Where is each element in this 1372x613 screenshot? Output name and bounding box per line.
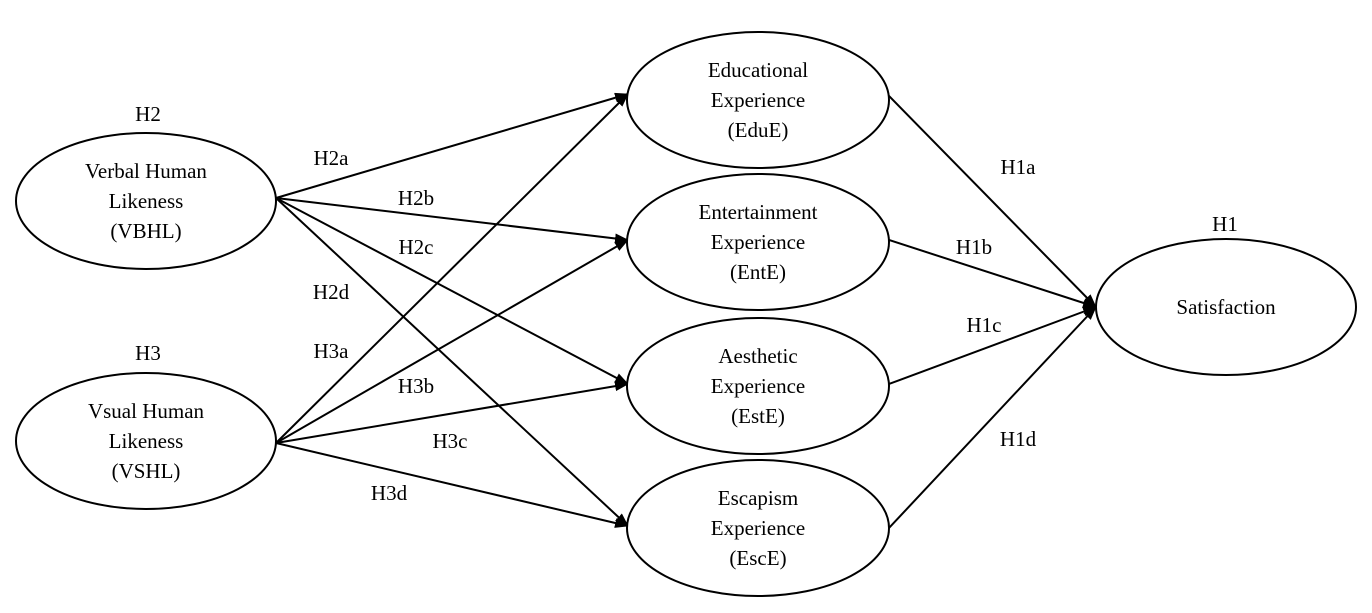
- edge-label-h3c: H3c: [433, 429, 468, 453]
- node-ellipse-vbhl: [15, 132, 277, 270]
- edges-layer: [275, 92, 1097, 529]
- edge-label-h3a: H3a: [314, 339, 350, 363]
- arrow-h3a: [275, 93, 629, 444]
- node-ellipse-vshl: [15, 372, 277, 510]
- arrow-h2a: [275, 92, 629, 199]
- edge-label-h3d: H3d: [371, 481, 408, 505]
- node-ellipse-ente: [626, 173, 890, 311]
- node-text-este: (EstE): [731, 404, 785, 428]
- arrow-h2d: [275, 197, 629, 527]
- node-text-este: Aesthetic: [718, 344, 797, 368]
- node-text-vshl: (VSHL): [112, 459, 181, 483]
- node-text-edue: (EduE): [728, 118, 789, 142]
- edge-label-h2c: H2c: [399, 235, 434, 259]
- node-text-sat: Satisfaction: [1176, 295, 1276, 319]
- group-label-h2: H2: [135, 102, 161, 126]
- node-ellipse-sat: [1095, 238, 1357, 376]
- node-text-vshl: Likeness: [109, 429, 184, 453]
- arrow-h1c: [888, 306, 1097, 385]
- arrow-h1d: [888, 306, 1097, 529]
- edge-label-h2d: H2d: [313, 280, 350, 304]
- node-text-vbhl: Likeness: [109, 189, 184, 213]
- arrow-h3d: [275, 442, 629, 528]
- arrow-h2c: [275, 197, 629, 385]
- edge-label-h3b: H3b: [398, 374, 434, 398]
- edge-label-h1d: H1d: [1000, 427, 1037, 451]
- node-text-esce: Escapism: [718, 486, 798, 510]
- arrow-h2b: [275, 197, 629, 244]
- node-text-vbhl: (VBHL): [110, 219, 181, 243]
- edge-label-h1c: H1c: [967, 313, 1002, 337]
- edge-label-h1b: H1b: [956, 235, 992, 259]
- node-ellipse-edue: [626, 31, 890, 169]
- group-label-h1: H1: [1212, 212, 1238, 236]
- node-text-vshl: Vsual Human: [88, 399, 205, 423]
- node-text-este: Experience: [711, 374, 805, 398]
- arrow-h1a: [888, 95, 1097, 308]
- node-text-vbhl: Verbal Human: [85, 159, 207, 183]
- arrow-h3c: [275, 381, 629, 444]
- node-text-ente: (EntE): [730, 260, 786, 284]
- edge-label-h2b: H2b: [398, 186, 434, 210]
- node-ellipse-este: [626, 317, 890, 455]
- node-text-edue: Educational: [708, 58, 808, 82]
- node-text-edue: Experience: [711, 88, 805, 112]
- node-sat: Satisfaction: [1095, 238, 1357, 376]
- edge-label-h2a: H2a: [314, 146, 350, 170]
- group-label-h3: H3: [135, 341, 161, 365]
- arrow-h3b: [275, 239, 629, 444]
- node-text-esce: Experience: [711, 516, 805, 540]
- node-ellipse-esce: [626, 459, 890, 597]
- edge-label-h1a: H1a: [1001, 155, 1037, 179]
- node-text-esce: (EscE): [729, 546, 786, 570]
- arrow-h1b: [888, 239, 1097, 308]
- node-text-ente: Experience: [711, 230, 805, 254]
- node-text-ente: Entertainment: [699, 200, 818, 224]
